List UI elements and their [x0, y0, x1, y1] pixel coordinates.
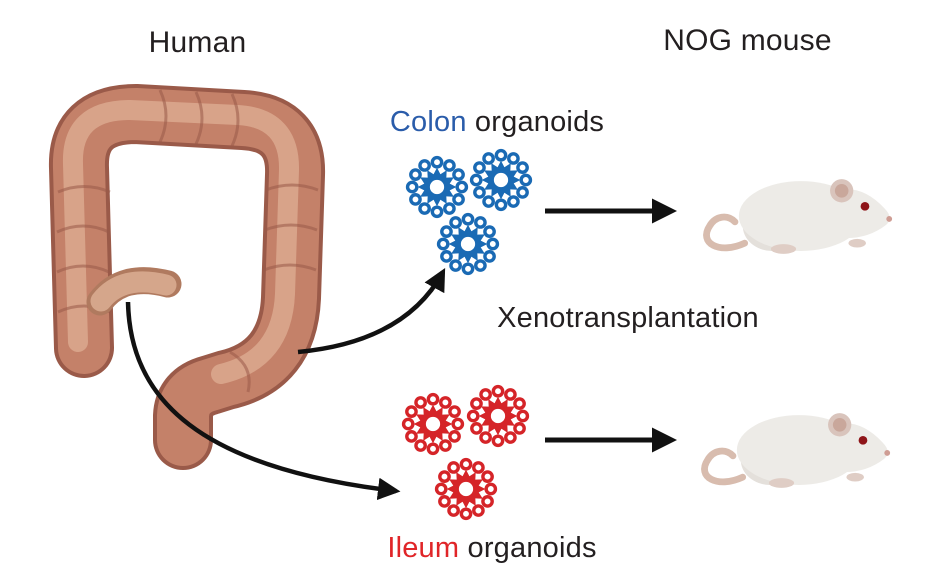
colon-organoids-label: Colon organoids [367, 106, 627, 139]
ileum-stub [86, 267, 182, 316]
colon-haustra-lines [56, 89, 319, 393]
nog-mouse-icon-top [706, 179, 892, 254]
ileum-word: Ileum [387, 532, 460, 564]
colon-sheen [62, 100, 300, 384]
colon-organoid-icon [436, 212, 500, 276]
human-colon-illustration [48, 84, 325, 470]
xenotransplantation-label: Xenotransplantation [497, 302, 759, 334]
ileum-organoids-word: organoids [459, 532, 597, 564]
ileum-organoid-icon [401, 392, 465, 456]
colon-organoid-icon [405, 155, 469, 219]
nog-mouse-label: NOG mouse [663, 24, 832, 57]
colon-organoids-cluster [405, 148, 533, 276]
human-label: Human [148, 26, 247, 59]
arrow-colon-to-organoids [297, 268, 446, 355]
ileum-organoid-icon [434, 457, 498, 521]
colon-word: Colon [389, 106, 467, 138]
colon-organoids-word: organoids [466, 106, 605, 138]
nog-mouse-icon-bottom [704, 413, 890, 488]
ileum-organoid-icon [466, 384, 530, 448]
arrow-ileum-to-organoids [125, 301, 401, 501]
arrows [125, 198, 677, 501]
colon-organoid-icon [469, 148, 533, 212]
ileum-organoids-label: Ileum organoids [362, 532, 622, 565]
ileum-organoids-cluster [401, 384, 530, 521]
